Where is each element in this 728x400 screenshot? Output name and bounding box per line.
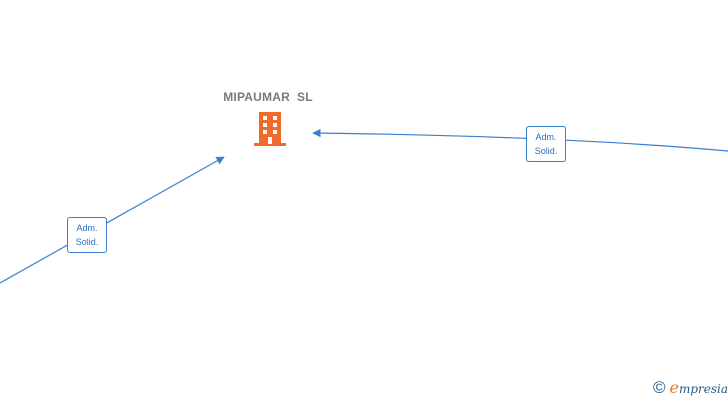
edge-label-line2: Solid. [534,146,558,156]
footer-brand: © empresia [653,378,728,398]
company-name[interactable]: MIPAUMAR SL [223,90,313,104]
brand-initial: e [669,377,679,397]
edge-label-right[interactable]: Adm. Solid. [526,126,566,162]
copyright-icon: © [652,378,666,397]
edge-right-line[interactable] [312,128,728,152]
edge-left-line[interactable] [0,156,225,284]
building-icon[interactable] [253,111,287,147]
edge-label-line1: Adm. [76,223,98,233]
brand-logo[interactable]: empresia [669,378,728,399]
edge-label-left[interactable]: Adm. Solid. [67,217,107,253]
edge-label-line1: Adm. [535,132,557,142]
edge-label-line2: Solid. [75,237,99,247]
brand-rest: mpresia [678,381,728,396]
